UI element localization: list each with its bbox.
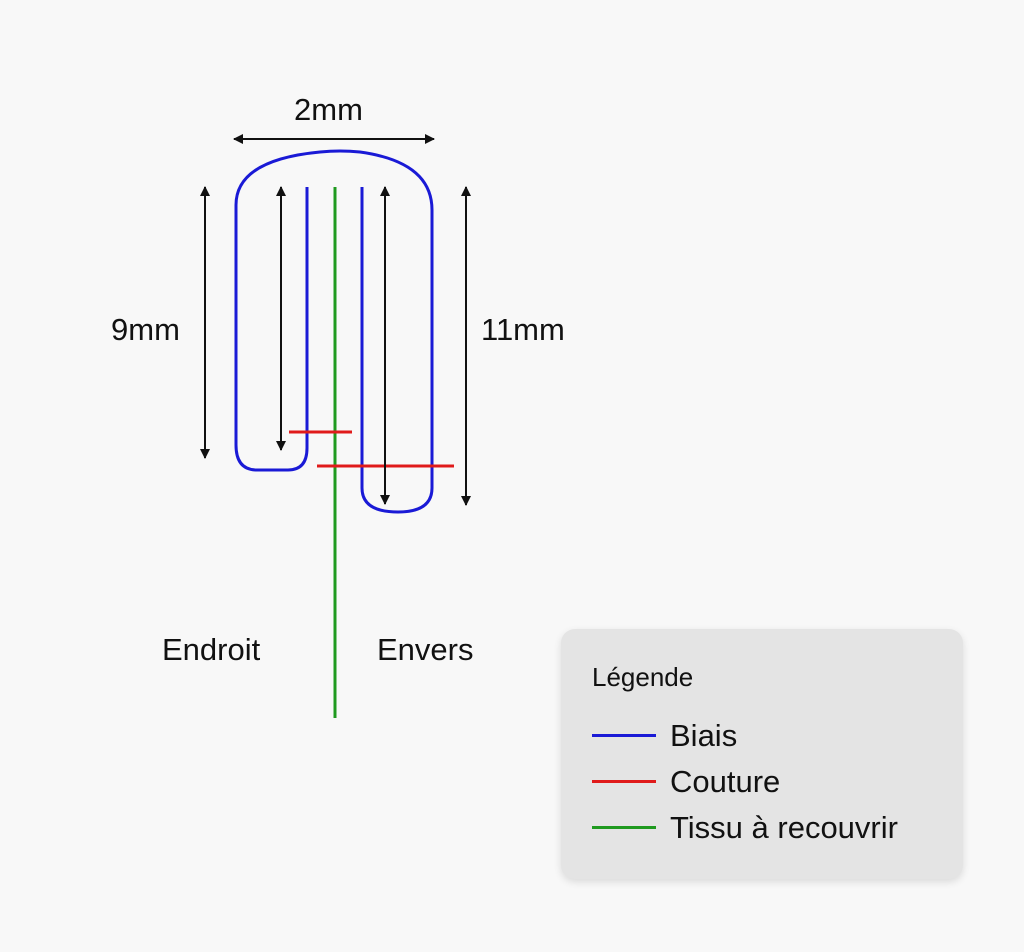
legend-box: Légende Biais Couture Tissu à recouvrir bbox=[561, 629, 963, 879]
legend-swatch-fabric bbox=[592, 826, 656, 829]
width-label: 2mm bbox=[294, 92, 363, 127]
left-height-label: 9mm bbox=[111, 312, 180, 347]
legend-item-bias: Biais bbox=[592, 718, 952, 752]
legend-label-fabric: Tissu à recouvrir bbox=[670, 810, 898, 845]
endroit-label: Endroit bbox=[162, 632, 261, 667]
bias-binding-outline bbox=[234, 149, 434, 514]
legend-title: Légende bbox=[592, 662, 694, 692]
legend-label-seam: Couture bbox=[670, 764, 781, 799]
legend-label-bias: Biais bbox=[670, 718, 738, 753]
legend-swatch-seam bbox=[592, 780, 656, 783]
legend-swatch-bias bbox=[592, 734, 656, 737]
envers-label: Envers bbox=[377, 632, 474, 667]
legend-item-fabric: Tissu à recouvrir bbox=[592, 810, 952, 844]
right-height-label: 11mm bbox=[481, 312, 565, 347]
legend-item-seam: Couture bbox=[592, 764, 952, 798]
